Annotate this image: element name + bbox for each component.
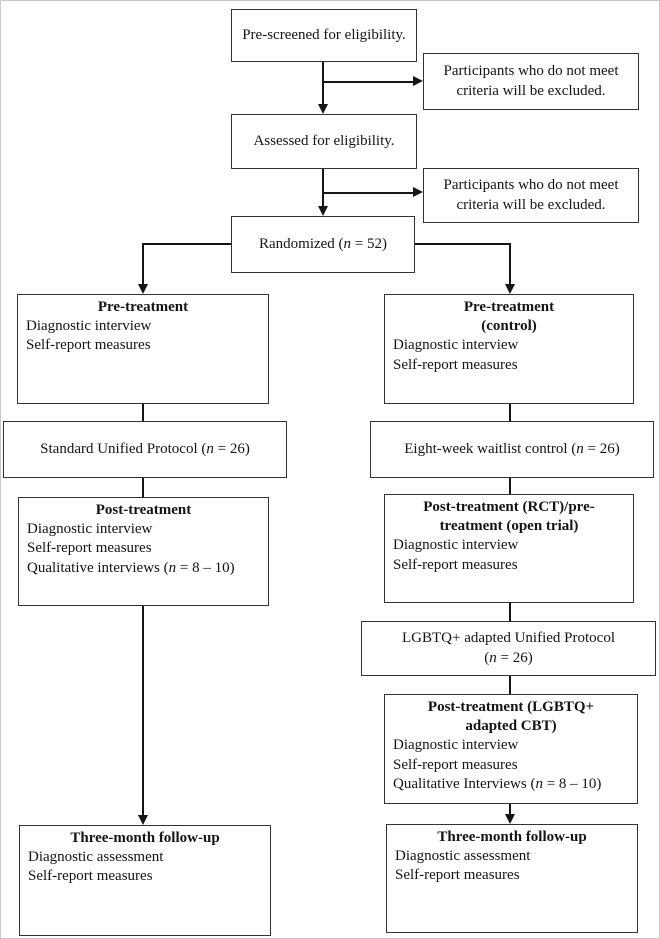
- box-line: Self-report measures: [393, 756, 518, 773]
- text-part: Standard Unified Protocol (: [40, 440, 207, 457]
- text-part: = 8 – 10): [542, 775, 602, 792]
- adapted-protocol-box: LGBTQ+ adapted Unified Protocol (n = 26): [361, 621, 656, 676]
- excluded-mid-text: Participants who do not meet criteria wi…: [443, 177, 619, 213]
- arrowhead-down-icon: [137, 284, 148, 294]
- box-line: Diagnostic assessment: [395, 848, 531, 865]
- randomized-box: Randomized (n = 52): [231, 216, 415, 273]
- box-title-line2: adapted CBT): [465, 718, 557, 735]
- connector-randomized-left-v: [142, 243, 144, 285]
- right-pretreatment-control-box: Pre-treatment (control) Diagnostic inter…: [384, 294, 634, 404]
- box-title-line2: treatment (open trial): [439, 518, 579, 535]
- n-italic: n: [489, 649, 497, 666]
- box-title: Three-month follow-up: [70, 830, 220, 846]
- box-line: Diagnostic interview: [393, 537, 519, 554]
- box-line: Diagnostic interview: [393, 337, 519, 354]
- arrowhead-down-icon: [504, 284, 515, 294]
- connector-left-posttreatment-followup: [142, 606, 144, 816]
- box-line-qualitative: Qualitative Interviews (n = 8 – 10): [385, 775, 637, 794]
- box-title: Three-month follow-up: [437, 829, 587, 845]
- excluded-mid-box: Participants who do not meet criteria wi…: [423, 168, 639, 223]
- box-title: Pre-treatment: [463, 299, 555, 315]
- excluded-top-text: Participants who do not meet criteria wi…: [443, 63, 619, 99]
- connector-excluded-top: [323, 81, 414, 83]
- assessed-text: Assessed for eligibility.: [253, 132, 395, 149]
- excluded-top-box: Participants who do not meet criteria wi…: [423, 53, 639, 110]
- n-italic: n: [168, 559, 177, 576]
- right-posttreatment-rct-box: Post-treatment (RCT)/pre- treatment (ope…: [384, 494, 634, 603]
- arrowhead-down-icon: [317, 104, 328, 114]
- left-followup-box: Three-month follow-up Diagnostic assessm…: [19, 825, 271, 936]
- box-title: Post-treatment (LGBTQ+: [427, 699, 595, 715]
- connector-randomized-right-h: [415, 243, 510, 245]
- n-italic: n: [206, 440, 214, 457]
- text-part: Qualitative Interviews (: [393, 775, 536, 792]
- n-italic: n: [343, 235, 352, 252]
- connector-left-pretreatment-protocol: [142, 404, 144, 421]
- arrowhead-right-icon: [413, 76, 423, 86]
- box-title: Pre-treatment: [97, 299, 189, 315]
- connector-excluded-mid: [323, 192, 414, 194]
- connector-randomized-right-v: [509, 243, 511, 285]
- box-line: Self-report measures: [26, 337, 151, 354]
- adapted-protocol-line2: (n = 26): [484, 649, 532, 668]
- connector-right-posttreatment2-followup: [509, 804, 511, 815]
- box-line: Diagnostic interview: [27, 521, 153, 538]
- arrowhead-down-icon: [317, 206, 328, 216]
- text-part: = 26): [583, 440, 620, 457]
- connector-left-protocol-posttreatment: [142, 478, 144, 497]
- box-line: Diagnostic assessment: [28, 849, 164, 866]
- randomized-text: Randomized (n = 52): [259, 235, 387, 254]
- connector-right-pretreatment-waitlist: [509, 404, 511, 421]
- text-part: (: [484, 649, 490, 666]
- n-italic: n: [576, 440, 584, 457]
- connector-right-adapted-posttreatment2: [509, 676, 511, 694]
- n-italic: n: [535, 775, 543, 792]
- arrowhead-right-icon: [413, 187, 423, 197]
- left-posttreatment-box: Post-treatment Diagnostic interview Self…: [18, 497, 269, 606]
- box-line-qualitative: Qualitative interviews (n = 8 – 10): [19, 559, 268, 578]
- box-line: Self-report measures: [28, 868, 153, 885]
- box-title: Post-treatment: [95, 502, 192, 518]
- text-part: = 8 – 10): [176, 559, 235, 576]
- right-followup-box: Three-month follow-up Diagnostic assessm…: [386, 824, 638, 933]
- box-line: Self-report measures: [395, 867, 520, 884]
- prescreened-box: Pre-screened for eligibility.: [231, 9, 417, 62]
- prescreened-text: Pre-screened for eligibility.: [242, 26, 406, 43]
- text-part: = 26): [496, 649, 533, 666]
- box-line: Diagnostic interview: [393, 737, 519, 754]
- assessed-box: Assessed for eligibility.: [231, 114, 417, 169]
- text-part: Randomized (: [258, 235, 344, 252]
- connector-right-waitlist-posttreatment: [509, 478, 511, 494]
- text-part: = 26): [213, 440, 250, 457]
- box-line: Self-report measures: [393, 556, 518, 573]
- connector-right-posttreatment-adapted: [509, 603, 511, 621]
- connector-randomized-left-h: [142, 243, 231, 245]
- text-part: = 52): [351, 235, 388, 252]
- left-pretreatment-box: Pre-treatment Diagnostic interview Self-…: [17, 294, 269, 404]
- box-title-line2: (control): [481, 318, 537, 335]
- standard-protocol-box: Standard Unified Protocol (n = 26): [3, 421, 287, 478]
- box-title: Post-treatment (RCT)/pre-: [423, 499, 595, 515]
- text-part: Eight-week waitlist control (: [404, 440, 577, 457]
- arrowhead-down-icon: [137, 815, 148, 825]
- waitlist-control-box: Eight-week waitlist control (n = 26): [370, 421, 654, 478]
- box-line: Self-report measures: [27, 540, 152, 557]
- adapted-protocol-line1: LGBTQ+ adapted Unified Protocol: [402, 630, 615, 647]
- right-posttreatment-lgbtq-box: Post-treatment (LGBTQ+ adapted CBT) Diag…: [384, 694, 638, 804]
- box-line: Diagnostic interview: [26, 318, 152, 335]
- waitlist-control-text: Eight-week waitlist control (n = 26): [404, 440, 620, 459]
- standard-protocol-text: Standard Unified Protocol (n = 26): [40, 440, 250, 459]
- arrowhead-down-icon: [504, 814, 515, 824]
- box-line: Self-report measures: [393, 356, 518, 373]
- connector-assessed-randomized: [322, 169, 324, 207]
- connector-prescreened-assessed: [322, 62, 324, 106]
- text-part: Qualitative interviews (: [27, 559, 169, 576]
